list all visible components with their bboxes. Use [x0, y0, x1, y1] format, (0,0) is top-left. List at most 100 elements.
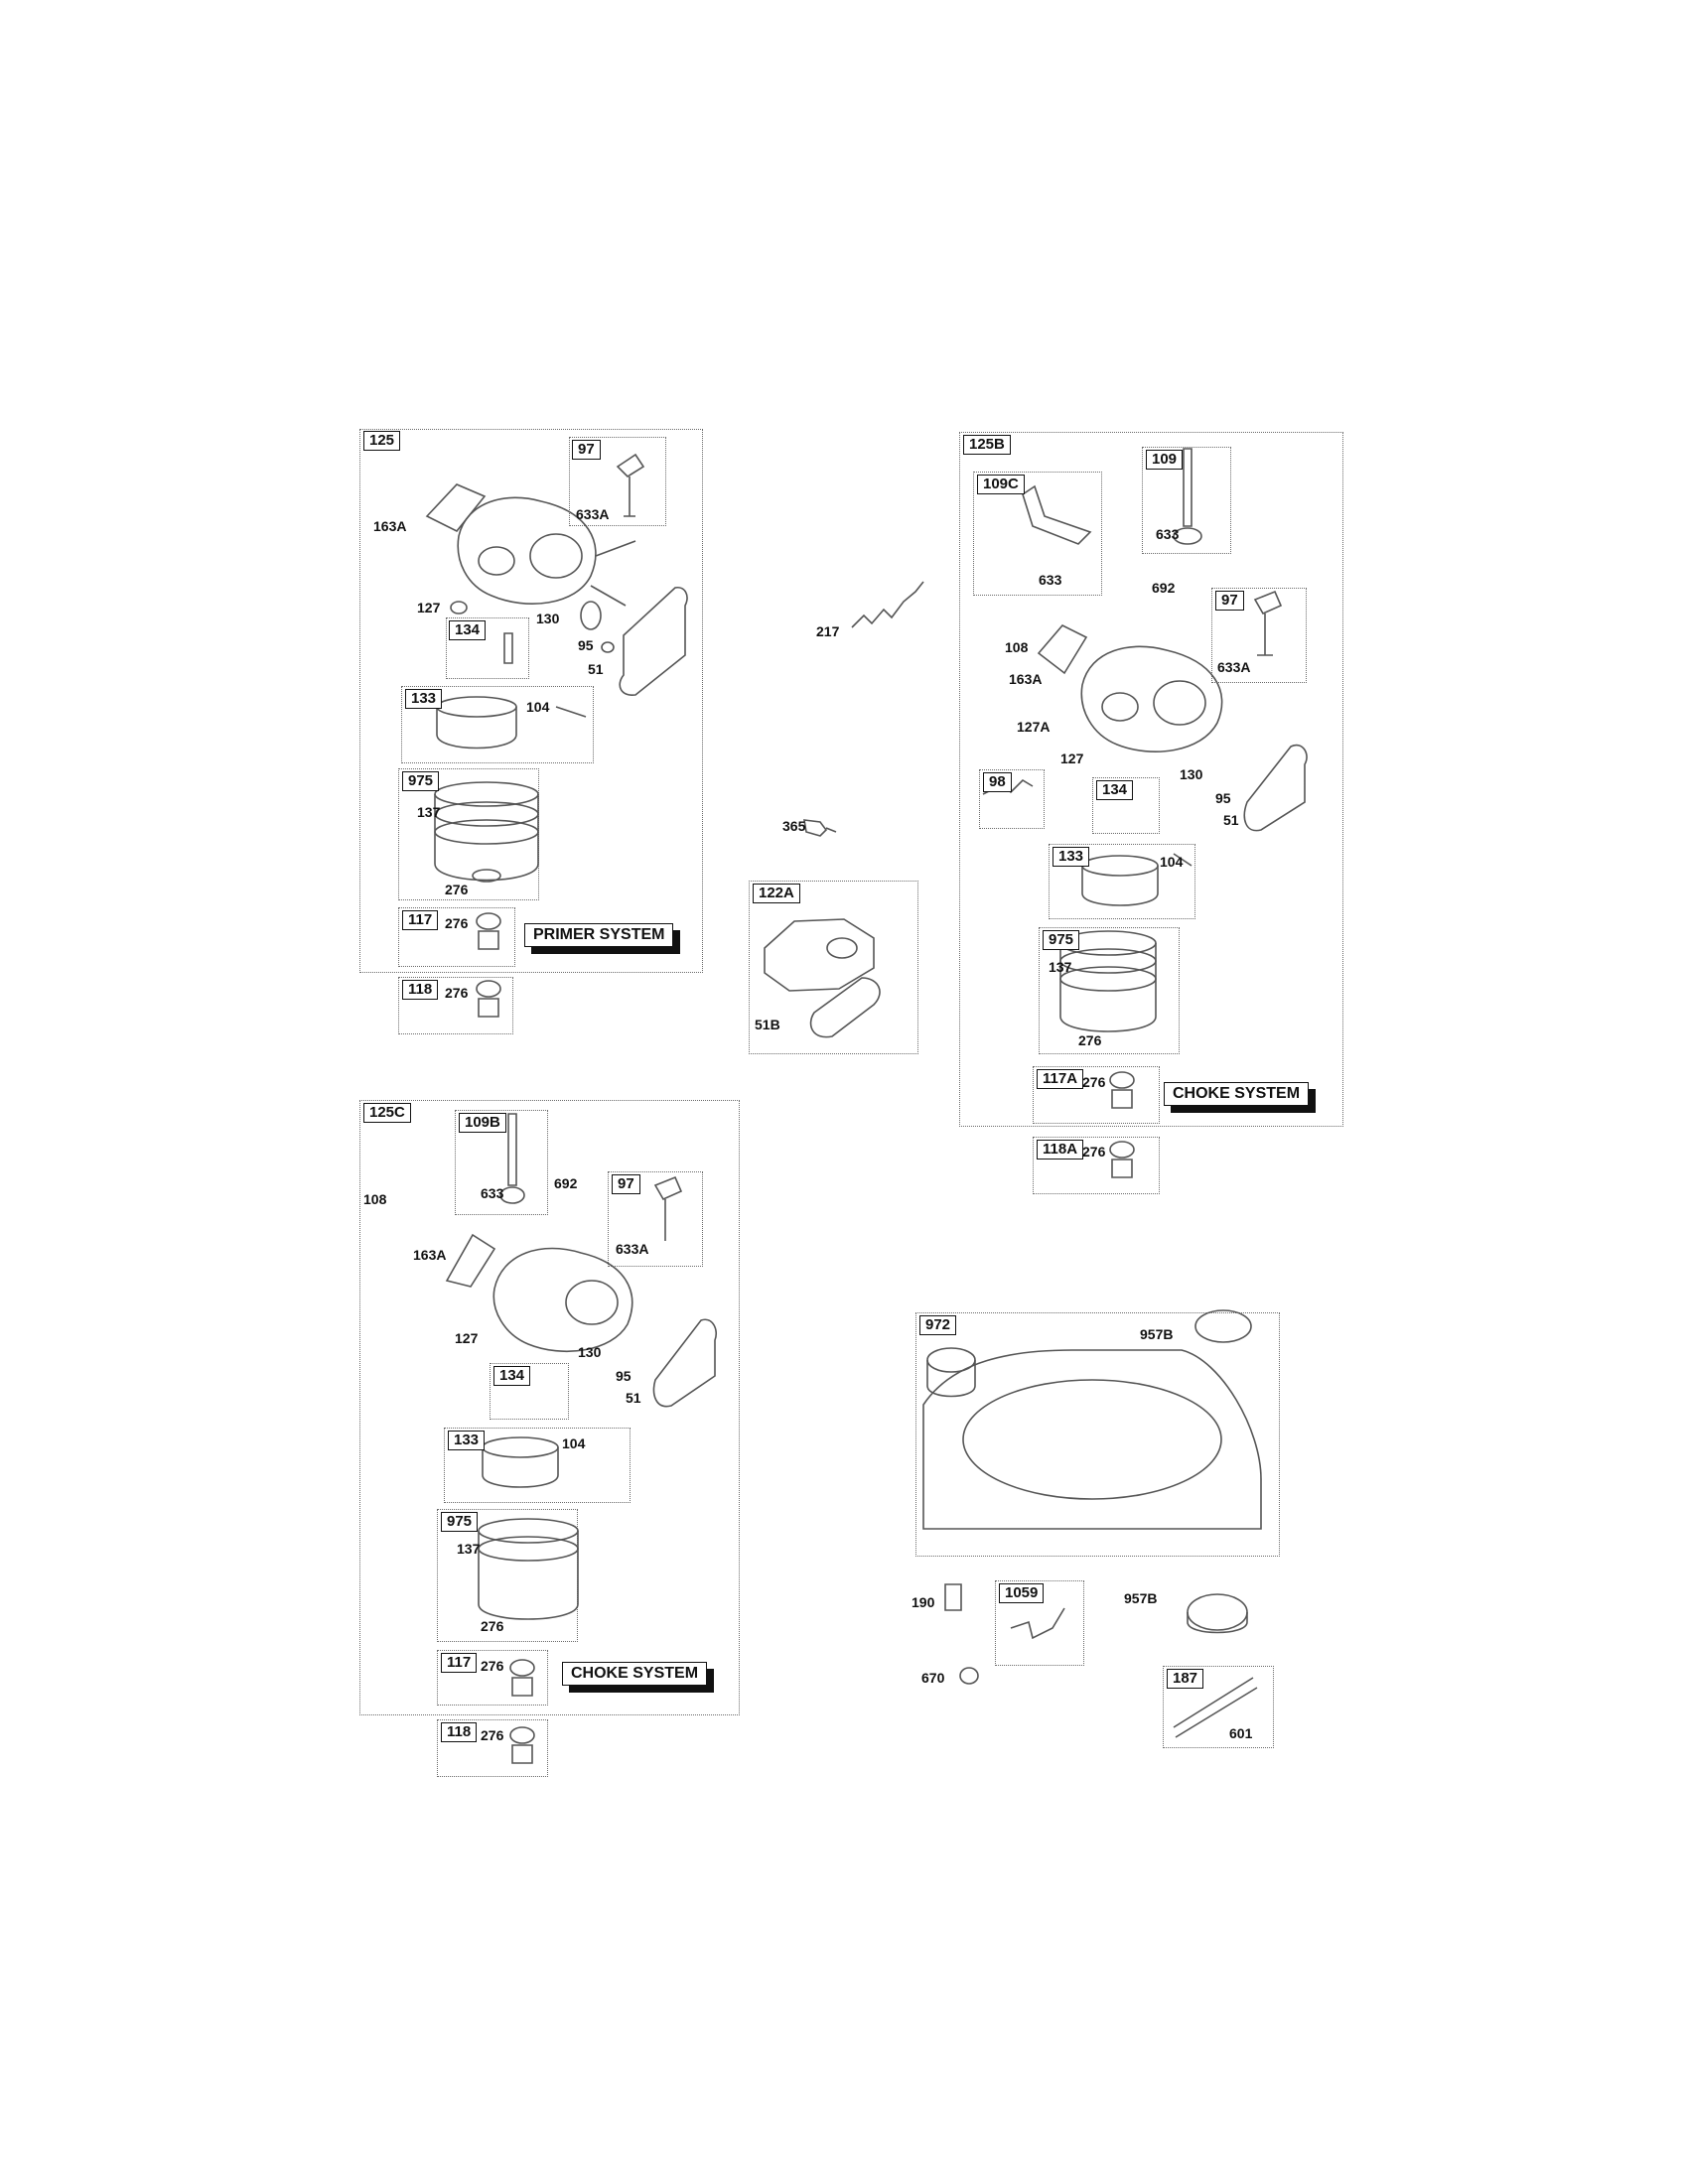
- label-95: 95: [1215, 790, 1231, 806]
- label-104: 104: [1160, 854, 1184, 870]
- carburetor-125c: [445, 1233, 633, 1353]
- label-130: 130: [536, 611, 560, 626]
- panel-97c-box: [608, 1171, 703, 1267]
- tag-97b: 97: [1215, 591, 1244, 611]
- part-127: [450, 601, 468, 614]
- gasket-51: [619, 586, 688, 696]
- tag-109b: 109B: [459, 1113, 506, 1133]
- tag-187: 187: [1167, 1669, 1204, 1689]
- tag-118a: 118A: [1037, 1140, 1084, 1160]
- part-118c: [509, 1726, 535, 1764]
- panel-118a-box: [1033, 1137, 1160, 1194]
- tag-97c: 97: [612, 1174, 640, 1194]
- part-109b: [499, 1113, 525, 1204]
- label-957b: 957B: [1140, 1326, 1174, 1342]
- label-95: 95: [616, 1368, 632, 1384]
- line-187: [1173, 1677, 1258, 1738]
- part-1059: [1010, 1607, 1065, 1640]
- label-276: 276: [481, 1618, 504, 1634]
- panel-109c-box: [973, 472, 1102, 596]
- filter-975: [434, 781, 539, 883]
- panel-134-box: [446, 617, 529, 679]
- label-108: 108: [363, 1191, 387, 1207]
- tag-117: 117: [402, 910, 439, 930]
- part-130: [580, 601, 602, 630]
- part-97-b: [1253, 590, 1283, 656]
- tag-125b: 125B: [963, 435, 1011, 455]
- tag-975c: 975: [441, 1512, 479, 1532]
- tag-122a: 122A: [753, 884, 800, 903]
- panel-133-box: [401, 686, 594, 763]
- label-51b: 51B: [755, 1017, 780, 1032]
- tag-117c: 117: [441, 1653, 478, 1673]
- panel-972-box: [915, 1312, 1280, 1557]
- screw-365: [803, 819, 837, 837]
- label-137: 137: [417, 804, 441, 820]
- panel-134b-box: [1092, 777, 1160, 834]
- label-163a: 163A: [373, 518, 407, 534]
- label-670: 670: [921, 1670, 945, 1686]
- gasket-51b: [809, 977, 881, 1038]
- label-190: 190: [912, 1594, 935, 1610]
- label-127: 127: [417, 600, 441, 615]
- label-276: 276: [481, 1658, 504, 1674]
- label-957b: 957B: [1124, 1590, 1158, 1606]
- label-633a: 633A: [1217, 659, 1251, 675]
- tag-109: 109: [1146, 450, 1184, 470]
- carburetor-125b: [1037, 624, 1223, 752]
- part-117c: [509, 1659, 535, 1697]
- label-130: 130: [578, 1344, 602, 1360]
- panel-125b-choke: [959, 432, 1343, 1127]
- label-276: 276: [481, 1727, 504, 1743]
- spring-217: [851, 581, 924, 628]
- label-51: 51: [1223, 812, 1239, 828]
- label-633: 633: [1156, 526, 1180, 542]
- label-276: 276: [1082, 1074, 1106, 1090]
- part-97-c: [653, 1175, 683, 1241]
- panel-133b-box: [1049, 844, 1195, 919]
- panel-97-box: [569, 437, 666, 526]
- label-276: 276: [445, 985, 469, 1001]
- label-276: 276: [445, 882, 469, 897]
- bowl-133c: [482, 1436, 559, 1488]
- label-163a: 163A: [413, 1247, 447, 1263]
- label-108: 108: [1005, 639, 1029, 655]
- tag-975: 975: [402, 771, 440, 791]
- tag-97: 97: [572, 440, 601, 460]
- tag-134: 134: [449, 620, 487, 640]
- filter-975c: [478, 1518, 579, 1620]
- tag-133c: 133: [448, 1431, 486, 1450]
- tag-125c: 125C: [363, 1103, 411, 1123]
- label-633a: 633A: [616, 1241, 649, 1257]
- tag-1059: 1059: [999, 1583, 1045, 1603]
- label-276: 276: [1082, 1144, 1106, 1160]
- fuel-tank-972: [922, 1309, 1262, 1530]
- part-118a: [1109, 1141, 1135, 1178]
- tag-975b: 975: [1043, 930, 1080, 950]
- bowl-133: [436, 696, 587, 750]
- part-670: [959, 1667, 979, 1685]
- label-137: 137: [457, 1541, 481, 1557]
- tag-118c: 118: [441, 1722, 478, 1742]
- label-127: 127: [455, 1330, 479, 1346]
- label-633a: 633A: [576, 506, 610, 522]
- panel-125-primer: [359, 429, 703, 973]
- tag-125: 125: [363, 431, 401, 451]
- label-137: 137: [1049, 959, 1072, 975]
- panel-133c-box: [444, 1428, 631, 1503]
- label-130: 130: [1180, 766, 1203, 782]
- gasket-51-c: [652, 1318, 717, 1408]
- label-692: 692: [554, 1175, 578, 1191]
- cap-957b: [1187, 1593, 1248, 1634]
- label-127a: 127A: [1017, 719, 1051, 735]
- tag-133b: 133: [1052, 847, 1090, 867]
- panel-118c-box: [437, 1719, 548, 1777]
- primer-system-banner: PRIMER SYSTEM: [524, 923, 674, 947]
- label-601: 601: [1229, 1725, 1253, 1741]
- lever-109c: [1022, 484, 1092, 545]
- panel-122a-box: [749, 881, 918, 1054]
- tag-972: 972: [919, 1315, 957, 1335]
- label-104: 104: [526, 699, 550, 715]
- label-633: 633: [1039, 572, 1062, 588]
